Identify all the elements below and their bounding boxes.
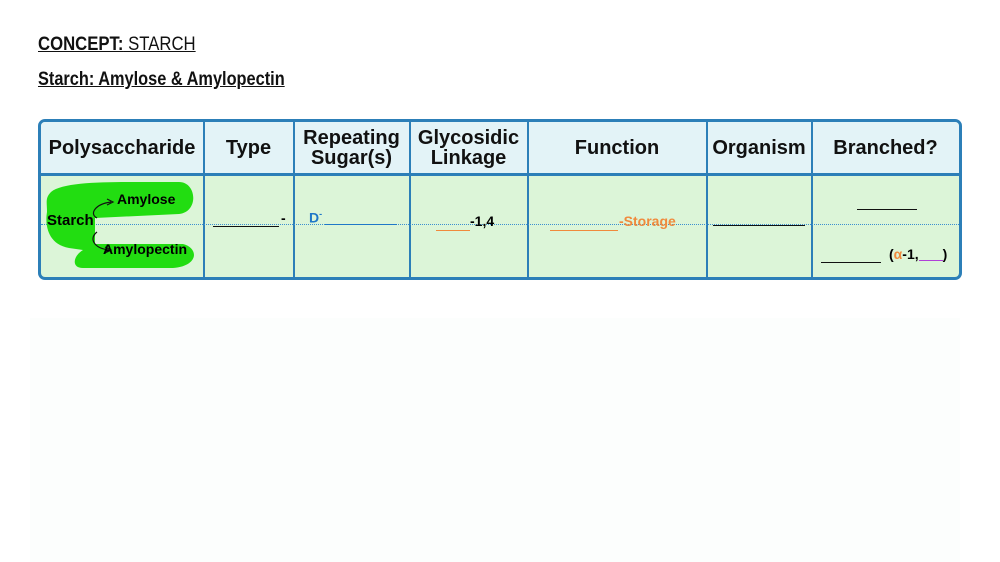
branched-blank-top[interactable] <box>857 209 917 210</box>
starch-label: Starch <box>47 212 94 229</box>
column-divider <box>203 122 205 277</box>
concept-heading: CONCEPT: STARCH <box>38 34 196 56</box>
concept-value: STARCH <box>123 34 196 55</box>
header-glycosidic-line1: Glycosidic <box>417 126 520 149</box>
header-polysaccharide: Polysaccharide <box>48 136 196 159</box>
branched-blank-bottom[interactable] <box>821 262 881 263</box>
sugar-d: D <box>309 209 320 226</box>
organism-blank[interactable] <box>713 225 805 226</box>
header-repeating-line2: Sugar(s) <box>310 146 393 169</box>
sugar-prefix: D- <box>309 209 322 226</box>
column-divider <box>706 122 708 277</box>
linkage-suffix: -1,4 <box>470 213 495 229</box>
function-blank[interactable] <box>550 230 618 231</box>
concept-label: CONCEPT: <box>38 34 124 55</box>
header-branched: Branched? <box>833 136 938 159</box>
header-repeating-line1: Repeating <box>303 126 400 149</box>
sugar-superscript: - <box>319 209 323 219</box>
branched-close-paren: ) <box>942 246 948 262</box>
page-subtitle: Starch: Amylose & Amylopectin <box>38 69 285 90</box>
header-function: Function <box>574 136 660 159</box>
branched-purple-blank[interactable] <box>918 260 943 261</box>
guide-dotted-line <box>41 224 959 225</box>
type-blank[interactable] <box>213 226 279 227</box>
branched-open-paren: ( <box>889 246 894 262</box>
column-divider <box>293 122 295 277</box>
branched-mid: -1, <box>902 246 919 262</box>
function-suffix: -Storage <box>619 213 676 229</box>
empty-content-area <box>30 318 960 562</box>
header-glycosidic-linkage: Glycosidic Linkage <box>410 122 527 173</box>
table-header-row <box>41 122 959 176</box>
branched-alpha: α <box>893 246 903 262</box>
branched-linkage: (α-1,) <box>889 246 947 262</box>
amylose-label: Amylose <box>117 191 176 207</box>
column-divider <box>409 122 411 277</box>
column-divider <box>811 122 813 277</box>
header-type: Type <box>225 136 272 159</box>
linkage-blank[interactable] <box>436 230 470 231</box>
column-divider <box>527 122 529 277</box>
amylopectin-label: Amylopectin <box>103 241 188 257</box>
polysaccharide-table: Polysaccharide Type Repeating Sugar(s) G… <box>38 119 962 280</box>
type-dash: - <box>281 210 286 226</box>
sugar-blank[interactable] <box>325 224 397 225</box>
header-organism: Organism <box>712 136 806 159</box>
starch-highlight <box>46 182 194 268</box>
header-glycosidic-line2: Linkage <box>430 146 507 169</box>
header-repeating-sugars: Repeating Sugar(s) <box>294 122 409 173</box>
